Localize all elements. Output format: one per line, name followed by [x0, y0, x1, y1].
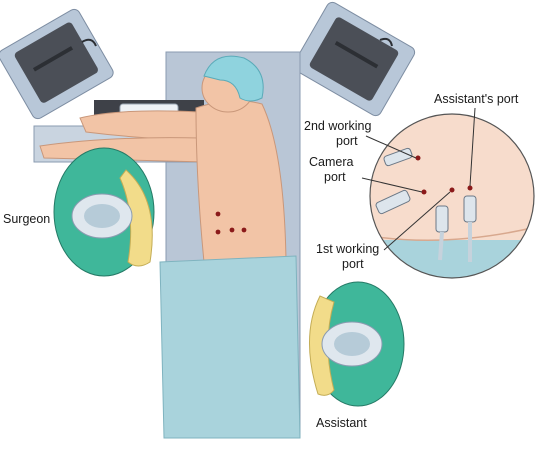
port-mark	[241, 227, 247, 233]
label-assistants-port: Assistant's port	[434, 92, 519, 106]
port-mark	[215, 229, 221, 235]
label-surgeon: Surgeon	[3, 212, 50, 226]
label-assistant: Assistant	[316, 416, 367, 430]
port-mark	[215, 211, 221, 217]
label-2nd-working-port-line2: port	[336, 134, 358, 148]
left-monitor	[0, 8, 114, 120]
trocar-camera	[375, 189, 427, 215]
label-1st-working-port-line1: 1st working	[316, 242, 379, 256]
surgeon-figure	[53, 147, 155, 277]
surgical-drape	[159, 255, 301, 439]
label-camera-port-line2: port	[324, 170, 346, 184]
port-detail-inset	[369, 113, 535, 279]
label-camera-port-line1: Camera	[309, 155, 354, 169]
trocar-1st-working	[435, 187, 455, 261]
right-monitor	[292, 1, 416, 117]
port-mark	[229, 227, 235, 233]
leader-lines	[361, 107, 476, 251]
label-1st-working-port-line2: port	[342, 257, 364, 271]
label-2nd-working-port-line1: 2nd working	[304, 119, 371, 133]
trocar-assistant	[463, 185, 477, 262]
assistant-figure	[308, 281, 405, 407]
